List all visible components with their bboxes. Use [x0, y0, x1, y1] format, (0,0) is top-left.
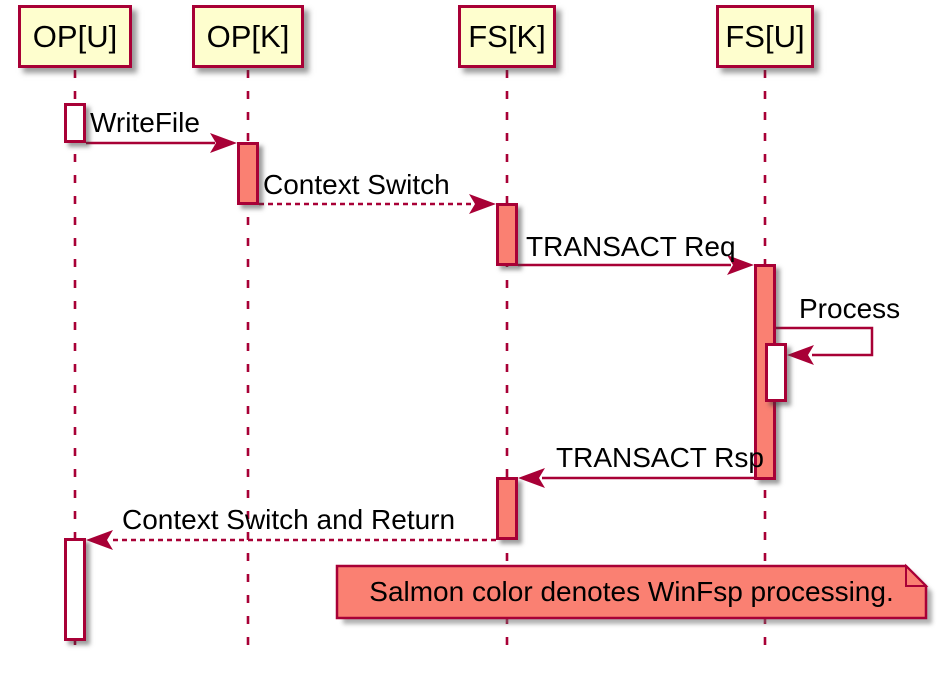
- participant-box-op-u: OP[U]: [18, 5, 132, 68]
- activation-bar-op-k: [237, 142, 259, 205]
- note-fold-icon: [905, 563, 929, 587]
- message-label-transact-req: TRANSACT Req: [526, 231, 736, 262]
- context-switch-arrowhead-icon: [469, 194, 496, 214]
- transact-rsp-arrowhead-icon: [518, 468, 545, 488]
- activation-bar-process: [765, 343, 787, 402]
- note-text: Salmon color denotes WinFsp processing.: [369, 576, 894, 607]
- process-arrowhead-icon: [787, 345, 814, 365]
- message-label-writefile: WriteFile: [90, 107, 200, 138]
- transact-req-arrowhead-icon: [727, 255, 754, 275]
- participant-label-fs-u: FS[U]: [725, 18, 805, 54]
- participant-label-op-u: OP[U]: [32, 18, 118, 54]
- process-self-arrow-line: [776, 326, 874, 357]
- participant-label-op-k: OP[K]: [206, 18, 290, 54]
- activation-bar-fs-k-1: [496, 203, 518, 266]
- note-body: [335, 564, 928, 620]
- message-label-process: Process: [799, 293, 901, 324]
- activation-bar-op-u-1: [64, 103, 86, 143]
- context-switch-return-arrowhead-icon: [86, 530, 113, 550]
- participant-box-fs-u: FS[U]: [716, 5, 814, 68]
- message-label-context-switch: Context Switch: [263, 169, 450, 200]
- participant-label-fs-k: FS[K]: [468, 18, 546, 54]
- activation-bar-op-u-2: [64, 538, 86, 641]
- writefile-arrowhead-icon: [210, 133, 237, 153]
- participant-box-op-k: OP[K]: [192, 5, 304, 68]
- activation-bar-fs-k-2: [496, 477, 518, 540]
- message-label-context-switch-return: Context Switch and Return: [122, 504, 456, 535]
- message-label-transact-rsp: TRANSACT Rsp: [556, 442, 764, 473]
- participant-box-fs-k: FS[K]: [458, 5, 556, 68]
